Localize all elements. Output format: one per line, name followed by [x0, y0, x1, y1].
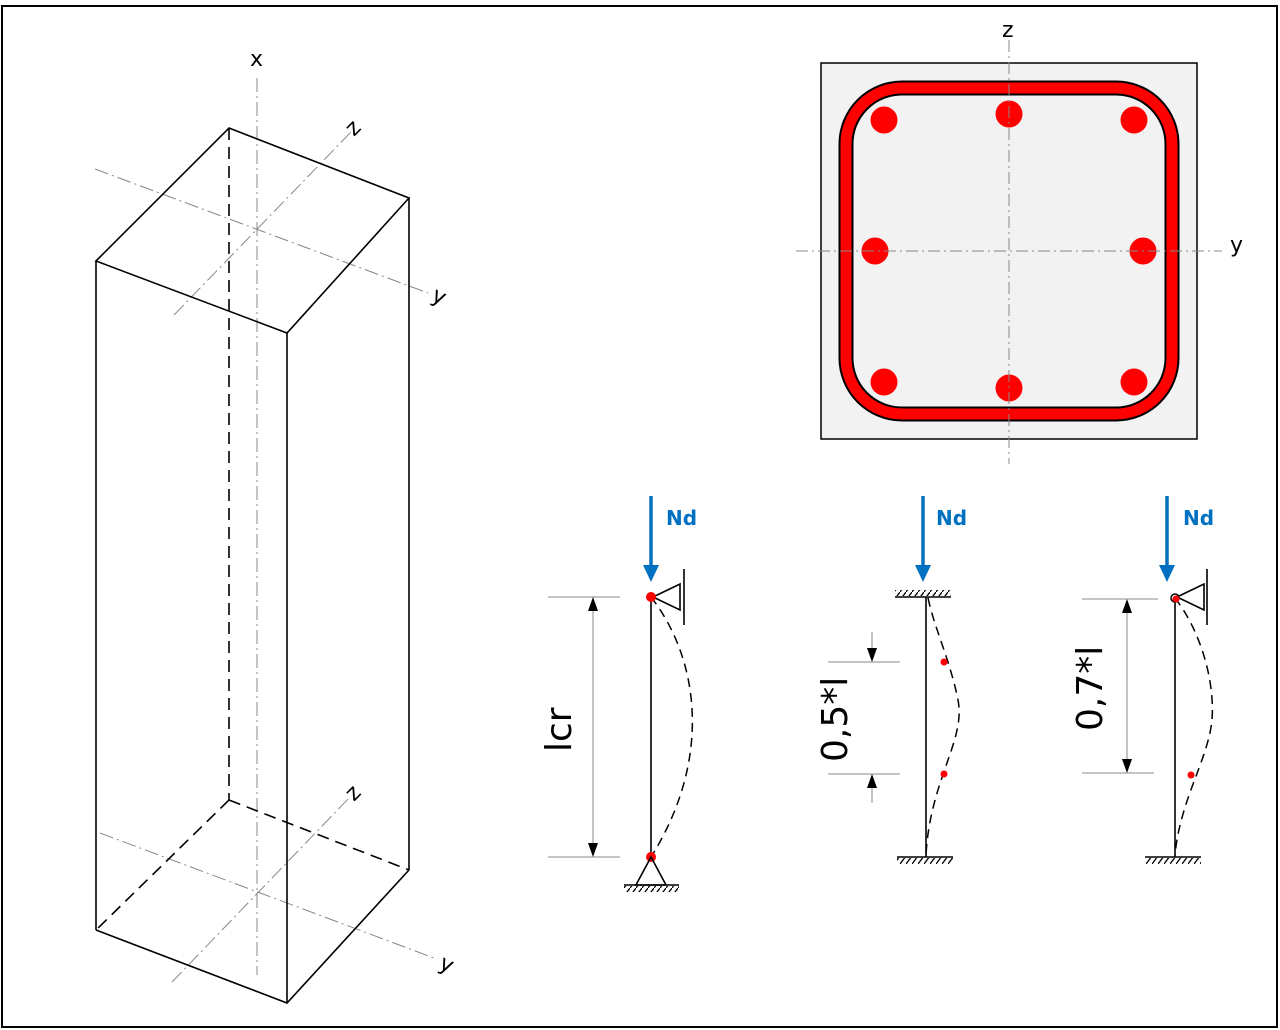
z-axis-bottom-line — [171, 796, 351, 983]
ground-hatch — [624, 886, 679, 892]
load-label: Nd — [936, 506, 967, 530]
x-axis-label: x — [250, 47, 263, 72]
load-arrow-icon — [643, 565, 659, 582]
length-label: lcr — [539, 707, 580, 752]
top-face — [94, 127, 411, 334]
load-arrow-icon — [915, 565, 931, 582]
rebar-icon — [870, 368, 898, 396]
y-axis-top-label: y — [428, 283, 450, 311]
dim-arrow-icon — [588, 597, 598, 611]
hinge-point-icon — [646, 592, 656, 602]
inflection-point-icon — [940, 770, 948, 778]
rebar-icon — [861, 237, 889, 265]
load-label: Nd — [1183, 506, 1214, 530]
cross-section: z y — [796, 18, 1243, 464]
z-axis-top-line — [173, 130, 353, 316]
fixed-support-top-icon — [895, 590, 951, 596]
roller-support-icon — [1175, 582, 1205, 612]
inflection-point-icon — [940, 658, 948, 666]
dim-arrow-icon — [867, 648, 877, 662]
load-arrow-icon — [1159, 565, 1175, 582]
fixed-support-bottom-icon — [897, 858, 953, 864]
hidden-edge-bottom-left — [95, 799, 230, 931]
length-label: 0,5*l — [815, 677, 856, 762]
dim-arrow-icon — [1122, 599, 1132, 613]
load-label: Nd — [666, 506, 697, 530]
y-axis-bottom-line — [99, 832, 435, 959]
rebar-icon — [1120, 106, 1148, 134]
frame-border — [1, 5, 1278, 1028]
buckling-case-3: Nd 0,7*l — [1070, 496, 1214, 864]
dim-arrow-icon — [867, 774, 877, 788]
buckled-shape — [1174, 597, 1214, 856]
length-label: 0,7*l — [1070, 646, 1111, 731]
y-axis-top-line — [94, 168, 429, 294]
buckled-shape — [650, 596, 693, 858]
dim-arrow-icon — [1122, 759, 1132, 773]
inflection-point-icon — [1187, 771, 1195, 779]
fixed-support-bottom-icon — [1145, 858, 1201, 864]
buckling-case-1: Nd lcr — [539, 496, 697, 892]
y-axis-label: y — [1230, 233, 1243, 258]
column-3d: x z y z y — [94, 47, 458, 1004]
dim-arrow-icon — [588, 843, 598, 857]
buckled-shape — [925, 597, 960, 856]
rebar-icon — [870, 106, 898, 134]
hidden-edge-bottom-right — [228, 799, 410, 871]
rebar-icon — [1120, 368, 1148, 396]
buckling-case-2: Nd 0,5*l — [815, 496, 967, 864]
bottom-edges — [95, 869, 410, 1004]
z-axis-top-label: z — [340, 115, 366, 141]
z-axis-label: z — [1002, 18, 1014, 43]
roller-support-icon — [651, 582, 681, 612]
y-axis-bottom-label: y — [435, 951, 457, 979]
hinge-point-icon — [1172, 595, 1180, 603]
